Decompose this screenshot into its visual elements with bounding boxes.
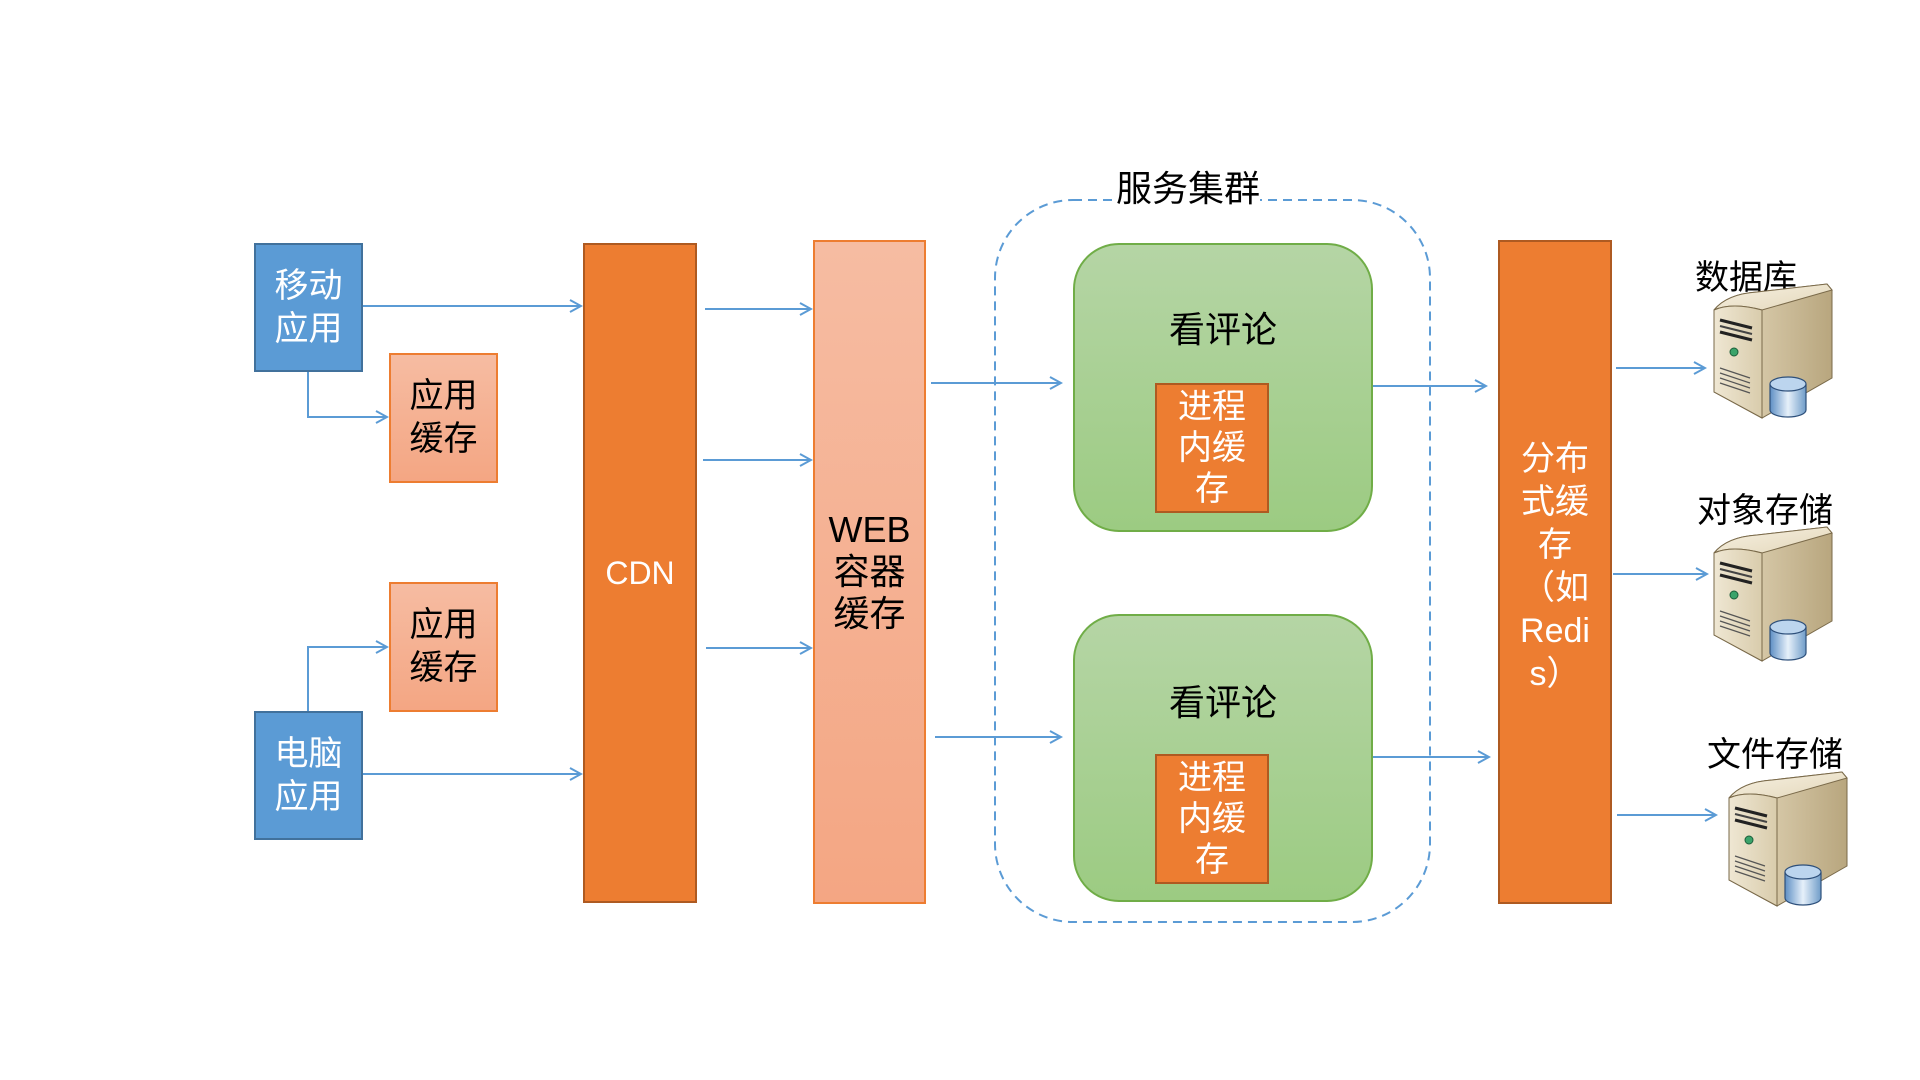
web-container-cache-node[interactable]: WEB 容器 缓存 xyxy=(813,240,926,904)
pc-app-cache-node[interactable]: 应用 缓存 xyxy=(389,582,498,712)
pc-app-node[interactable]: 电脑 应用 xyxy=(254,711,363,840)
in-process-cache-2[interactable]: 进程 内缓 存 xyxy=(1155,754,1269,884)
cdn-node[interactable]: CDN xyxy=(583,243,697,903)
service-title-2: 看评论 xyxy=(1168,683,1277,724)
mobile-app-node[interactable]: 移动 应用 xyxy=(254,243,363,372)
service-node-1[interactable]: 看评论 进程 内缓 存 xyxy=(1073,243,1373,532)
service-cluster-label: 服务集群 xyxy=(1116,168,1261,212)
object-storage-server-icon xyxy=(1712,523,1837,667)
cdn-label: CDN xyxy=(605,554,675,591)
service-node-2[interactable]: 看评论 进程 内缓 存 xyxy=(1073,614,1373,902)
in-process-cache-1[interactable]: 进程 内缓 存 xyxy=(1155,383,1269,513)
database-server-icon xyxy=(1712,280,1837,424)
arrow-mobile-to-app-cache xyxy=(307,371,387,417)
service-title-1: 看评论 xyxy=(1168,310,1277,351)
arrow-pc-to-app-cache xyxy=(307,647,387,711)
file-storage-label: 文件存储 xyxy=(1707,735,1843,775)
distributed-cache-label: 分布 式缓 存 （如 Redi s） xyxy=(1520,440,1590,693)
file-storage-server-icon xyxy=(1727,768,1852,912)
object-storage-label: 对象存储 xyxy=(1697,491,1833,531)
mobile-app-cache-node[interactable]: 应用 缓存 xyxy=(389,353,498,483)
web-container-cache-label: WEB 容器 缓存 xyxy=(828,509,911,634)
distributed-cache-node[interactable]: 分布 式缓 存 （如 Redi s） xyxy=(1498,240,1612,904)
